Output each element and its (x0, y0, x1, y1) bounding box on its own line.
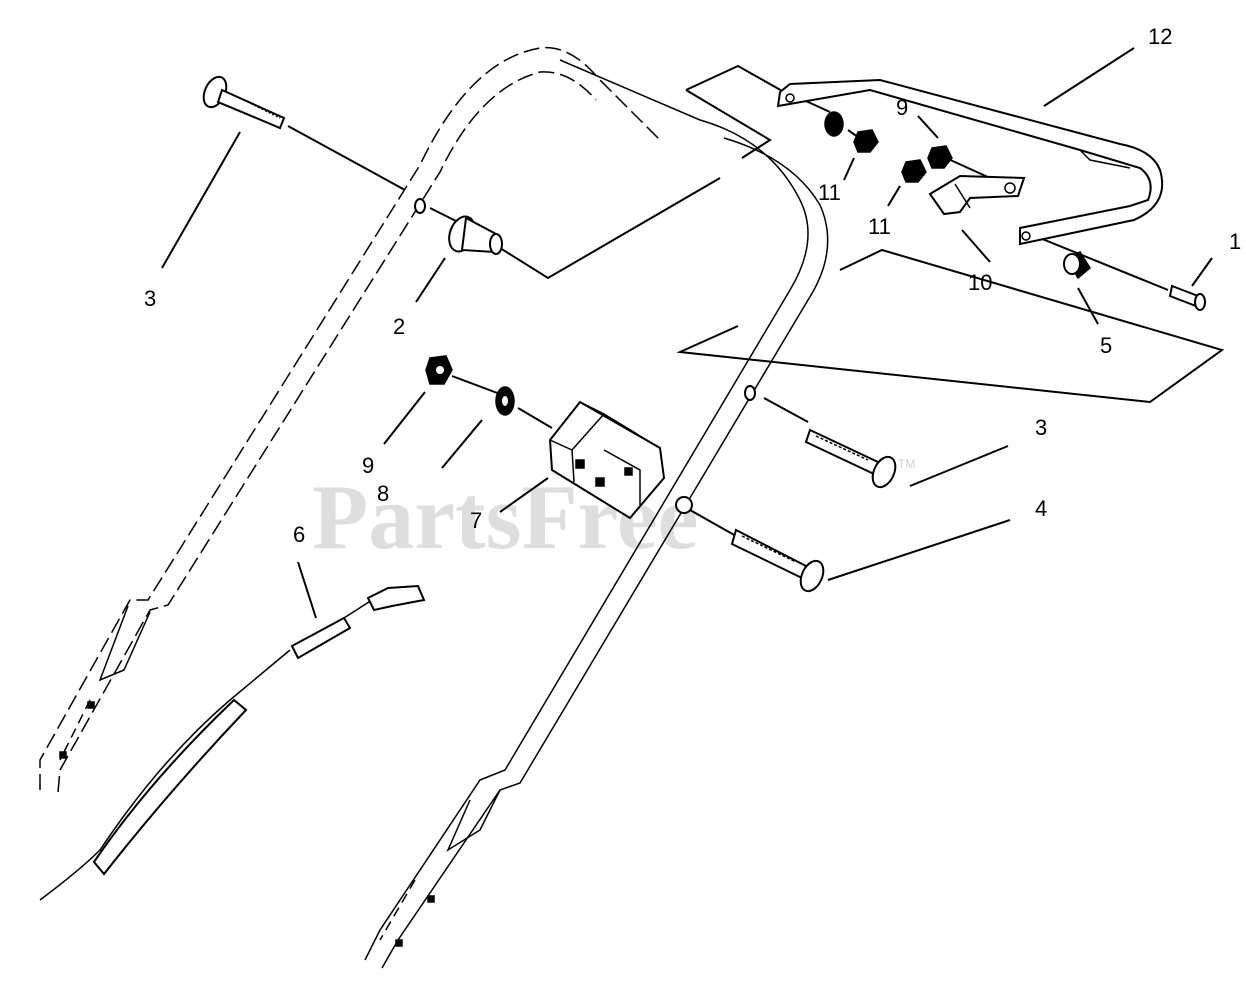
cable-part-6 (39, 584, 426, 901)
callout-1: 1 (1229, 229, 1241, 254)
nut-part-9-left (425, 355, 453, 385)
callout-labels: 1 2 3 3 4 5 6 7 8 9 9 10 11 11 12 (144, 24, 1241, 547)
callout-4: 4 (1035, 496, 1047, 521)
callout-5: 5 (1100, 333, 1112, 358)
callout-9-right: 9 (896, 95, 908, 120)
callout-3-right: 3 (1035, 415, 1047, 440)
spacer-part-2 (448, 215, 503, 255)
callout-11-upper: 11 (818, 180, 841, 205)
callout-7: 7 (470, 508, 482, 533)
bracket-part-7 (548, 400, 666, 520)
spacer-part-5 (1063, 251, 1091, 280)
plate-part-10 (928, 174, 1026, 216)
watermark-trademark: TM (898, 457, 915, 471)
nuts-upper-right (824, 111, 953, 183)
callout-leaders (161, 47, 1213, 619)
callout-11-lower: 11 (868, 214, 891, 239)
washer-part-8 (495, 386, 515, 416)
bail-handle-part-12 (776, 78, 1164, 246)
bolt-part-3-top (202, 75, 286, 130)
callout-8: 8 (377, 481, 389, 506)
callout-2: 2 (393, 314, 405, 339)
callout-10: 10 (968, 270, 992, 295)
bolt-part-3-right (804, 428, 897, 489)
screw-part-1 (1168, 284, 1206, 311)
callout-12: 12 (1148, 24, 1172, 49)
callout-6: 6 (293, 522, 305, 547)
callout-3-top: 3 (144, 286, 156, 311)
assembly-lines (287, 64, 1225, 537)
callout-9-left: 9 (362, 453, 374, 478)
handle-tube (39, 46, 829, 969)
bolt-part-4 (730, 528, 825, 593)
